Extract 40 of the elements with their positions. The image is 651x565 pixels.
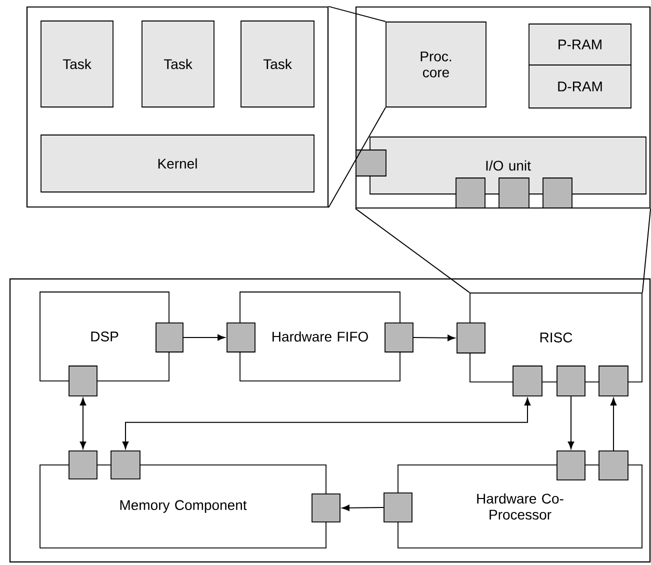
port-box xyxy=(68,366,98,396)
memory-box: P-RAM xyxy=(528,24,632,66)
port-box xyxy=(456,178,486,208)
arrow xyxy=(122,398,531,450)
zoom-line xyxy=(354,208,470,294)
arrow xyxy=(182,334,226,341)
port-box xyxy=(498,178,530,208)
component-box: DSP xyxy=(40,292,170,382)
kernel-box: Kernel xyxy=(40,134,314,192)
port-box xyxy=(556,450,586,480)
port-box xyxy=(226,322,256,352)
arrow xyxy=(342,504,384,511)
port-box xyxy=(456,322,486,354)
port-box xyxy=(156,322,184,352)
task-box: Task xyxy=(142,20,214,108)
port-box xyxy=(312,494,340,522)
port-box xyxy=(598,450,628,480)
port-box xyxy=(384,492,412,522)
memory-box: D-RAM xyxy=(528,64,632,108)
component-box: Hardware FIFO xyxy=(240,292,400,382)
arrow xyxy=(568,396,574,450)
port-box xyxy=(110,450,140,480)
arrow xyxy=(610,398,617,452)
port-box xyxy=(556,366,586,396)
core-box: Proc. core xyxy=(386,22,486,108)
port-box xyxy=(598,366,628,396)
port-box xyxy=(512,366,542,396)
zoom-line xyxy=(328,6,386,22)
port-box xyxy=(68,450,98,480)
zoom-line xyxy=(328,106,386,208)
port-box xyxy=(542,178,572,208)
port-box xyxy=(384,322,414,352)
port-box xyxy=(356,150,386,176)
arrow xyxy=(412,334,456,341)
component-box: Memory Component xyxy=(40,464,326,548)
arrow xyxy=(80,398,86,450)
task-box: Task xyxy=(240,20,314,108)
component-box: Hardware Co-Processor xyxy=(398,464,642,548)
task-box: Task xyxy=(40,20,114,108)
zoom-line xyxy=(642,208,651,294)
